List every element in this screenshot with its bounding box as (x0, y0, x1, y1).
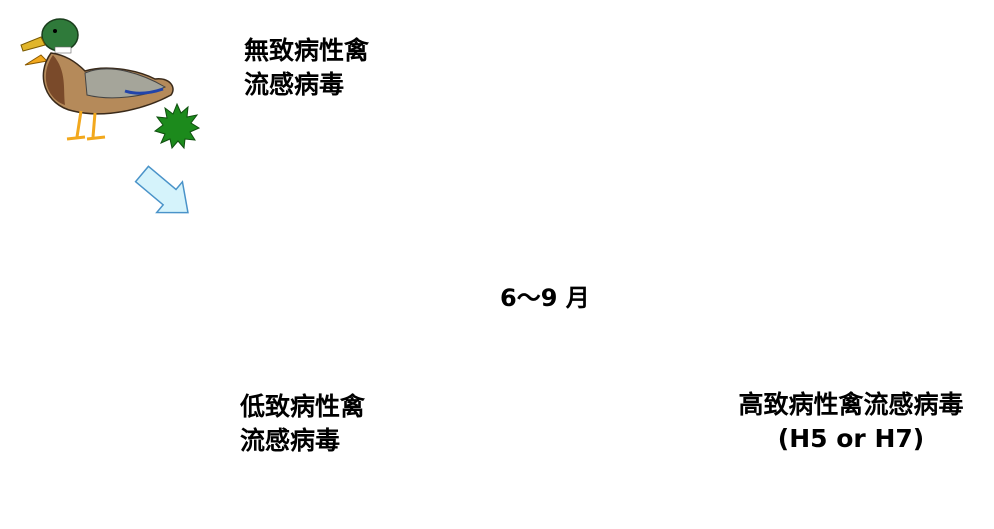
months-label: 6～9 月 (500, 284, 590, 312)
label-line: (H5 or H7) (777, 423, 925, 453)
nonpathogenic-virus-label: 無致病性禽 流感病毒 (244, 34, 369, 102)
lowpathogenic-virus-label: 低致病性禽 流感病毒 (240, 390, 365, 458)
highpathogenic-virus-label: 高致病性禽流感病毒 (H5 or H7) (706, 388, 994, 456)
label-line: 低致病性禽 (240, 392, 366, 421)
label-line: 流感病毒 (240, 425, 341, 455)
label-line: 高致病性禽流感病毒 (738, 390, 964, 419)
label-line: 無致病性禽 (244, 36, 370, 65)
duck-icon (20, 18, 174, 141)
label-line: 流感病毒 (244, 69, 345, 99)
